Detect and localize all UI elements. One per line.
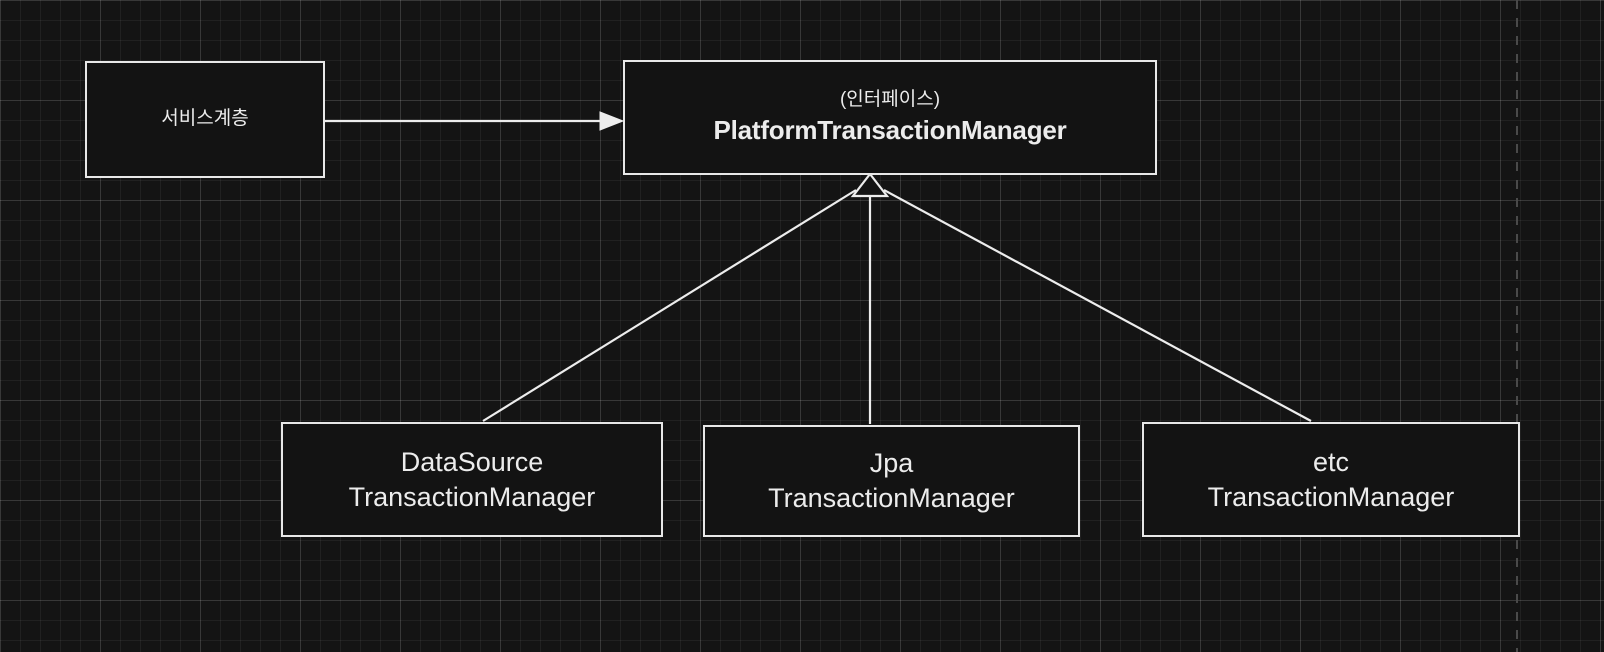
node-interface-name: PlatformTransactionManager <box>713 115 1067 146</box>
edge-datasource-to-interface <box>482 189 857 422</box>
node-datasource-transaction-manager[interactable]: DataSource TransactionManager <box>281 422 663 537</box>
node-interface-stereotype: (인터페이스) <box>839 88 941 110</box>
node-etc-transaction-manager[interactable]: etc TransactionManager <box>1142 422 1520 537</box>
node-platform-transaction-manager[interactable]: (인터페이스) PlatformTransactionManager <box>623 60 1157 175</box>
node-etc-label-line2: TransactionManager <box>1207 481 1455 512</box>
node-datasource-label-line1: DataSource <box>400 446 544 477</box>
edge-service-to-interface <box>325 111 625 131</box>
node-jpa-label-line2: TransactionManager <box>768 483 1015 513</box>
node-datasource-label-line2: TransactionManager <box>348 481 596 512</box>
node-service-layer-label: 서비스계층 <box>161 108 249 130</box>
node-service-layer[interactable]: 서비스계층 <box>85 61 325 178</box>
edge-etc-to-interface <box>883 189 1312 422</box>
node-jpa-transaction-manager[interactable]: Jpa TransactionManager <box>703 425 1080 537</box>
node-jpa-label-line1: Jpa <box>869 448 914 479</box>
node-etc-label-line1: etc <box>1312 446 1350 477</box>
generalization-arrowhead-icon <box>850 172 890 198</box>
